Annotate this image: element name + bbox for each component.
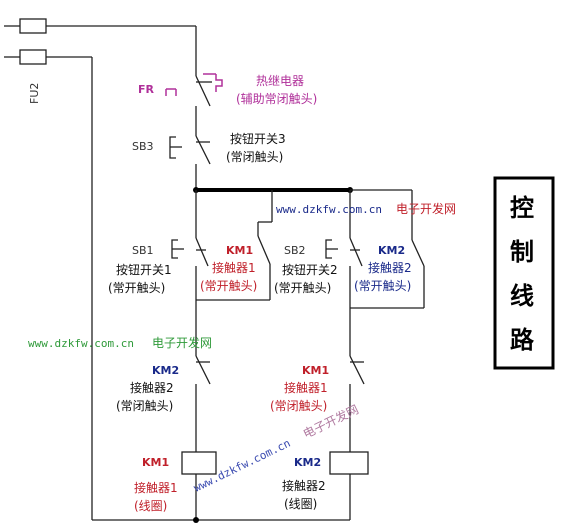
km1-nc-tag: KM1: [302, 364, 329, 377]
km2-no-caption-1: 接触器2: [368, 260, 412, 275]
control-circuit-label-box: 控 制 线 路: [493, 176, 555, 370]
km1-coil-caption-1: 接触器1: [134, 480, 178, 495]
svg-text:电子开发网: 电子开发网: [396, 201, 456, 216]
sb2-caption-2: (常开触头): [274, 281, 331, 295]
km2-coil: [329, 451, 369, 520]
sb2-contact: [325, 237, 363, 267]
fuse-top: [4, 18, 196, 34]
km2-nc-caption-1: 接触器2: [130, 380, 174, 395]
sb3-caption-2: (常闭触头): [226, 150, 283, 164]
km1-coil-caption-2: (线圈): [134, 499, 167, 513]
km2-nc-caption-2: (常闭触头): [116, 399, 173, 413]
km1-no-caption-1: 接触器1: [212, 260, 256, 275]
svg-text:www.dzkfw.com.cn: www.dzkfw.com.cn: [276, 203, 382, 216]
fr-contact: [165, 66, 223, 128]
sb1-contact: [171, 237, 209, 267]
fr-caption-1: 热继电器: [256, 74, 304, 88]
sb1-tag: SB1: [132, 244, 154, 257]
fuse-bottom: [4, 49, 93, 520]
km1-nc-caption-2: (常闭触头): [270, 399, 327, 413]
sb1-caption-1: 按钮开关1: [116, 262, 172, 277]
km2-no-contact: [411, 239, 425, 308]
svg-text:电子开发网: 电子开发网: [152, 335, 212, 350]
km2-coil-caption-1: 接触器2: [282, 478, 326, 493]
km2-coil-tag: KM2: [294, 456, 321, 469]
fr-tag: FR: [138, 83, 155, 96]
sb3-contact: [169, 128, 211, 190]
km2-nc-contact: [195, 355, 211, 452]
sb3-tag: SB3: [132, 140, 154, 153]
fr-caption-2: (辅助常闭触头): [236, 92, 317, 106]
km1-coil-tag: KM1: [142, 456, 169, 469]
km2-no-tag: KM2: [378, 244, 405, 257]
sb2-tag: SB2: [284, 244, 306, 257]
watermark-top: www.dzkfw.com.cn 电子开发网: [276, 201, 456, 216]
sb3-caption-1: 按钮开关3: [230, 131, 286, 146]
fuse-label: FU2: [28, 83, 41, 104]
watermark-middle: www.dzkfw.com.cn 电子开发网: [28, 335, 212, 350]
km1-no-contact: [257, 235, 271, 300]
sb1-caption-2: (常开触头): [108, 281, 165, 295]
side-char-2: 制: [510, 238, 534, 266]
km2-coil-caption-2: (线圈): [284, 497, 317, 511]
km1-coil: [181, 451, 217, 520]
km1-no-caption-2: (常开触头): [200, 279, 257, 293]
km1-nc-contact: [349, 355, 365, 452]
km1-nc-caption-1: 接触器1: [284, 380, 328, 395]
side-char-3: 线: [510, 282, 534, 310]
km1-no-tag: KM1: [226, 244, 253, 257]
side-char-4: 路: [510, 326, 535, 354]
svg-text:www.dzkfw.com.cn: www.dzkfw.com.cn: [28, 337, 134, 350]
km2-nc-tag: KM2: [152, 364, 179, 377]
side-char-1: 控: [510, 194, 534, 222]
sb2-caption-1: 按钮开关2: [282, 262, 338, 277]
watermark-diagonal: www.dzkfw.com.cn 电子开发网: [192, 401, 361, 494]
km2-no-caption-2: (常开触头): [354, 279, 411, 293]
